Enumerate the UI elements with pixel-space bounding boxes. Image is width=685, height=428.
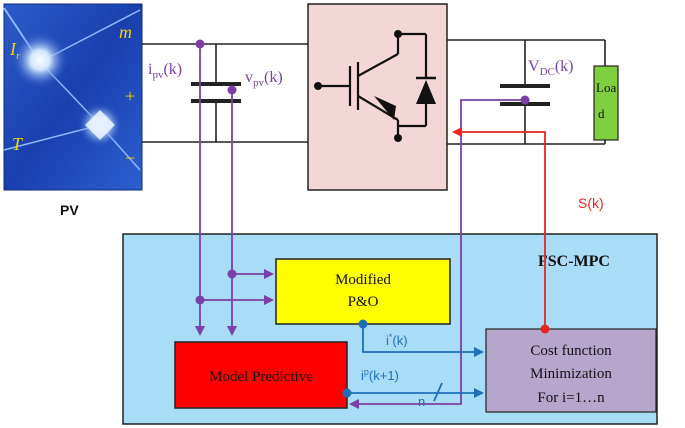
cost-function-box bbox=[485, 328, 657, 413]
red-junction-dot bbox=[540, 324, 550, 334]
cost-function-line2: Minimization bbox=[530, 366, 612, 382]
cost-function-line3: For i=1…n bbox=[537, 390, 605, 406]
modified-po-line2: P&O bbox=[348, 294, 379, 310]
purple-junction-dots bbox=[195, 39, 530, 305]
blue-junction-dots bbox=[342, 319, 368, 398]
iref-label: i*(k) bbox=[386, 332, 408, 348]
n-label: n bbox=[418, 394, 425, 409]
temperature-label: T bbox=[12, 134, 24, 154]
vdc-label: VDC(k) bbox=[528, 58, 574, 78]
ipv-label: ipv(k) bbox=[148, 61, 182, 81]
cost-function-line1: Cost function bbox=[530, 343, 612, 359]
pv-label: PV bbox=[60, 202, 79, 218]
converter-box bbox=[307, 3, 448, 191]
power-wires bbox=[142, 39, 606, 145]
vpv-label: vpv(k) bbox=[245, 69, 283, 89]
minus-label: − bbox=[125, 148, 135, 168]
model-predictive-box bbox=[174, 341, 348, 409]
modified-po-box bbox=[275, 258, 451, 325]
modified-po-line1: Modified bbox=[335, 272, 391, 288]
purple-signal-paths bbox=[195, 44, 525, 409]
fsc-mpc-title: FSC-MPC bbox=[538, 253, 610, 270]
load-box bbox=[593, 65, 619, 141]
irradiance-label: Ir bbox=[9, 39, 21, 62]
pv-panel bbox=[3, 3, 143, 191]
m-label: m bbox=[119, 22, 132, 42]
red-switch-path bbox=[452, 127, 546, 329]
blue-signal-paths bbox=[347, 324, 484, 402]
plus-label: + bbox=[125, 86, 135, 106]
switch-signal-label: S(k) bbox=[578, 195, 604, 211]
ipred-label: ip(k+1) bbox=[361, 367, 399, 383]
load-label-2: d bbox=[598, 106, 605, 121]
model-predictive-label: Model Predictive bbox=[209, 369, 313, 385]
load-label-1: Loa bbox=[596, 80, 616, 95]
